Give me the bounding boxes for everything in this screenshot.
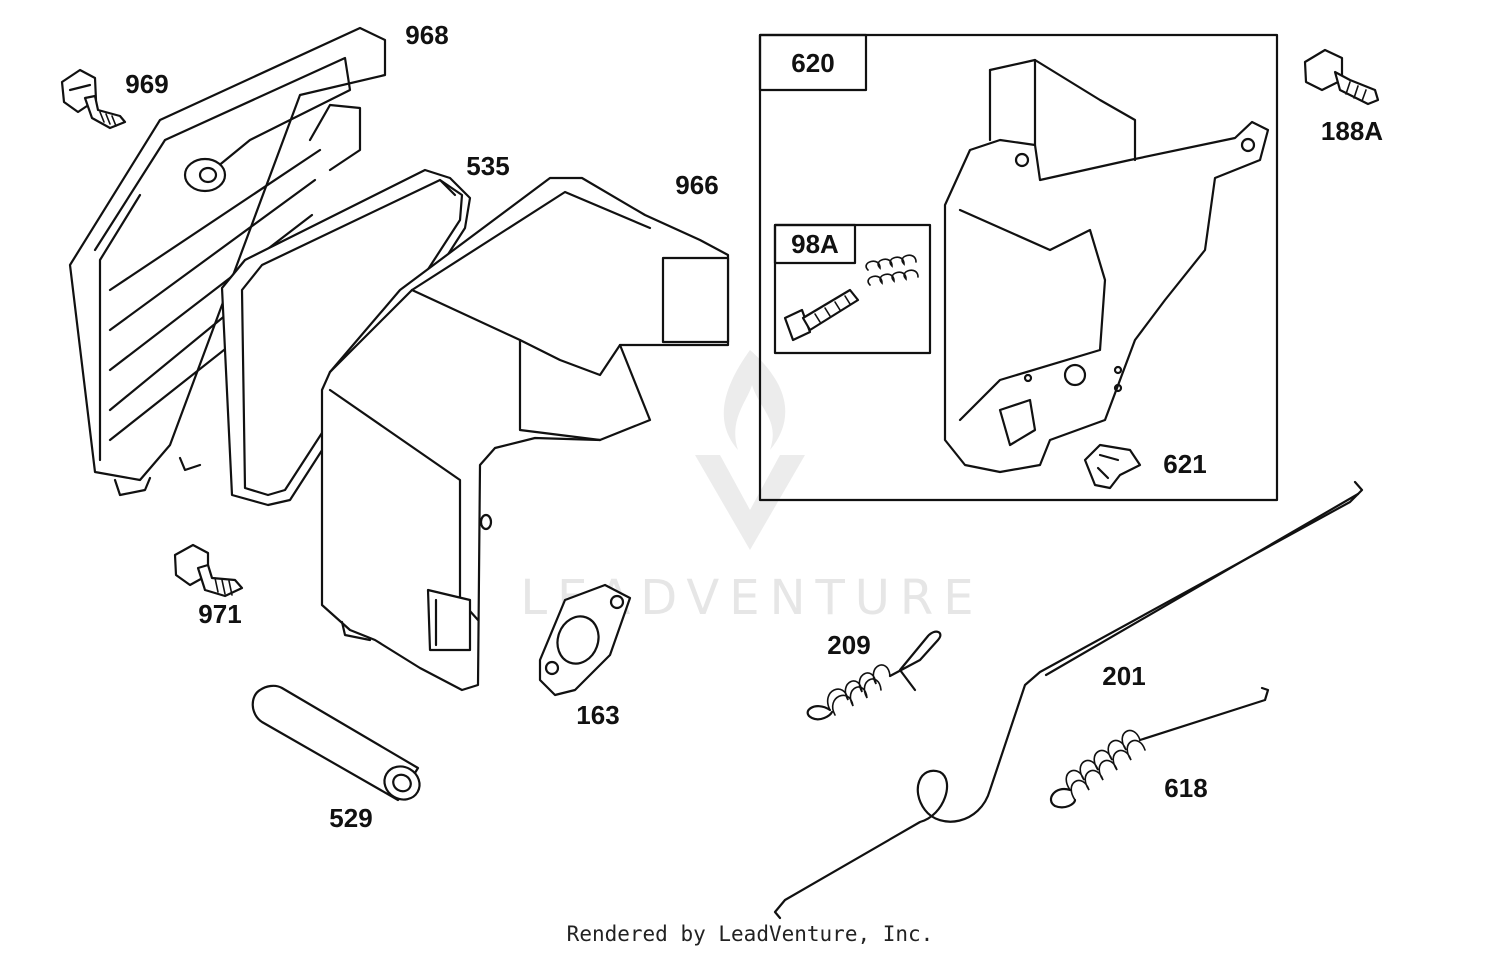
part-163-gasket bbox=[538, 583, 632, 697]
part-98a-screw bbox=[783, 288, 860, 342]
part-188a-bolt bbox=[1303, 48, 1380, 106]
part-201-governor-rod bbox=[773, 480, 1364, 920]
callout-971: 971 bbox=[198, 599, 241, 629]
part-620-governor-bracket bbox=[943, 58, 1270, 474]
part-968-filter-cover bbox=[68, 26, 387, 497]
part-618-spring bbox=[1049, 686, 1270, 809]
part-621-clip bbox=[1083, 443, 1142, 490]
callout-966: 966 bbox=[675, 170, 718, 200]
callout-621: 621 bbox=[1163, 449, 1206, 479]
callout-209: 209 bbox=[827, 630, 870, 660]
part-971-bolt bbox=[173, 543, 244, 598]
credit-line: Rendered by LeadVenture, Inc. bbox=[566, 922, 934, 946]
part-209-spring bbox=[806, 630, 942, 721]
callout-620: 620 bbox=[791, 48, 834, 78]
part-98a-spring bbox=[865, 254, 919, 286]
watermark-logo bbox=[695, 350, 805, 550]
assembly-620-box: 620 98A bbox=[758, 33, 1279, 502]
callout-529: 529 bbox=[329, 803, 372, 833]
callout-618: 618 bbox=[1164, 773, 1207, 803]
callout-201: 201 bbox=[1102, 661, 1145, 691]
callout-968: 968 bbox=[405, 20, 448, 50]
part-529-tube bbox=[251, 684, 421, 802]
part-966-housing bbox=[320, 176, 730, 692]
callout-188a: 188A bbox=[1321, 116, 1383, 146]
part-969-bolt bbox=[60, 68, 127, 130]
callout-535: 535 bbox=[466, 151, 509, 181]
callout-163: 163 bbox=[576, 700, 619, 730]
callout-98a: 98A bbox=[791, 229, 839, 259]
callout-969: 969 bbox=[125, 69, 168, 99]
part-535-filter-element bbox=[220, 168, 472, 507]
